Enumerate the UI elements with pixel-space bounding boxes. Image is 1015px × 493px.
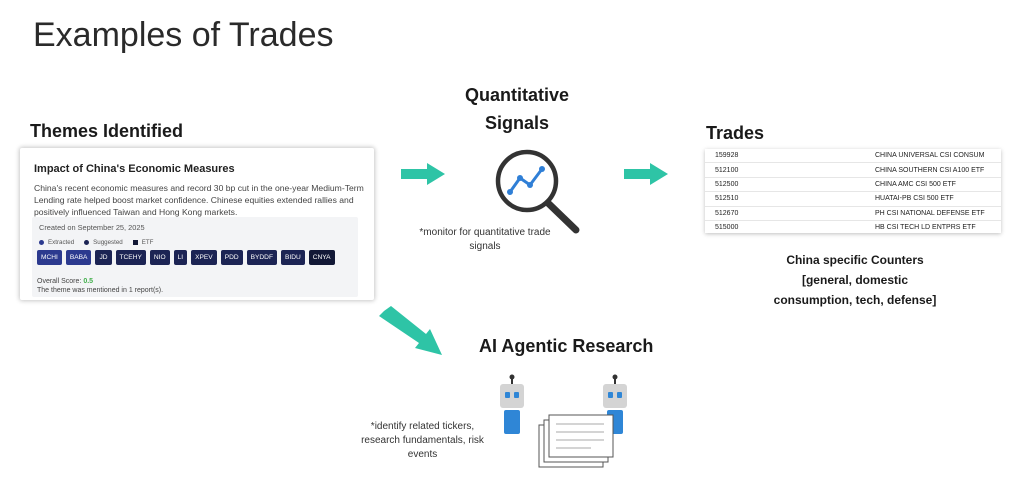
trade-code: 512510: [715, 195, 739, 203]
research-note: *identify related tickers, research fund…: [340, 420, 505, 462]
suggested-dot-icon: [84, 240, 90, 245]
research-heading: AI Agentic Research: [479, 336, 654, 356]
trade-code: 159928: [715, 152, 739, 160]
table-row: 512500 CHINA AMC CSI 500 ETF: [705, 178, 1001, 193]
trades-caption-line2: [general, domestic: [801, 273, 909, 287]
arrow-right-icon: [401, 163, 445, 185]
ticker-list: MCHI BABA JD TCEHY NIO LI XPEV PDD BYDDF…: [37, 250, 335, 265]
trade-name: CHINA AMC CSI 500 ETF: [875, 180, 956, 188]
robot-icon: [500, 374, 524, 434]
ticker-chip[interactable]: XPEV: [191, 250, 217, 265]
research-note-line3: events: [407, 449, 438, 460]
ticker-chip[interactable]: LI: [173, 250, 188, 265]
trade-name: HB CSI TECH LD ENTPRS ETF: [875, 224, 976, 232]
extracted-dot-icon: [39, 240, 44, 245]
created-date: Created on September 25, 2025: [39, 223, 145, 232]
ticker-chip[interactable]: BIDU: [280, 250, 305, 265]
legend-etf: ETF: [132, 239, 154, 246]
ticker-chip[interactable]: PDD: [220, 250, 243, 265]
documents-icon: [538, 414, 614, 468]
trades-heading: Trades: [706, 123, 765, 143]
ticker-legend: Extracted Suggested ETF: [39, 239, 153, 246]
signals-note: *monitor for quantitative trade signals: [395, 226, 575, 254]
signals-heading: Quantitative Signals: [440, 81, 594, 137]
table-row: 512670 PH CSI NATIONAL DEFENSE ETF: [705, 207, 1001, 221]
table-row: 512510 HUATAI-PB CSI 500 ETF: [705, 192, 1001, 207]
ticker-chip[interactable]: BYDDF: [246, 250, 277, 265]
trade-code: 512670: [715, 209, 739, 217]
trades-caption-line1: China specific Counters: [786, 253, 924, 267]
research-note-line1: *identify related tickers,: [370, 421, 475, 432]
overall-score: Overall Score: 0.5: [37, 278, 93, 285]
signals-note-line2: signals: [469, 241, 501, 252]
arrow-right-icon: [624, 163, 668, 185]
research-note-line2: research fundamentals, risk: [361, 435, 484, 446]
etf-square-icon: [132, 240, 138, 245]
legend-extracted-label: Extracted: [48, 239, 75, 246]
signals-heading-line1: Quantitative: [464, 85, 570, 105]
score-label: Overall Score:: [37, 278, 82, 285]
trade-name: PH CSI NATIONAL DEFENSE ETF: [875, 209, 985, 217]
signals-heading-line2: Signals: [484, 113, 550, 133]
mention-count: The theme was mentioned in 1 report(s).: [37, 287, 164, 294]
ticker-chip[interactable]: MCHI: [37, 250, 62, 265]
table-row: 512100 CHINA SOUTHERN CSI A100 ETF: [705, 163, 1001, 178]
ticker-chip[interactable]: TCEHY: [115, 250, 146, 265]
signals-note-line1: *monitor for quantitative trade: [419, 227, 551, 238]
magnifier-chart-icon: [495, 149, 580, 234]
legend-etf-label: ETF: [141, 239, 154, 246]
score-value: 0.5: [83, 278, 94, 285]
table-row: 159928 CHINA UNIVERSAL CSI CONSUM: [705, 149, 1001, 164]
table-row: 515000 HB CSI TECH LD ENTPRS ETF: [705, 221, 1001, 234]
trades-caption-line3: consumption, tech, defense]: [773, 293, 937, 307]
trades-caption: China specific Counters [general, domest…: [740, 250, 970, 310]
theme-card-title: Impact of China's Economic Measures: [34, 163, 235, 175]
trade-code: 512100: [715, 166, 739, 174]
trade-name: CHINA SOUTHERN CSI A100 ETF: [875, 166, 985, 174]
page-title: Examples of Trades: [33, 16, 334, 54]
theme-card: Impact of China's Economic Measures Chin…: [20, 148, 374, 300]
theme-card-panel: Created on September 25, 2025 Extracted …: [32, 217, 358, 297]
theme-card-body: China's recent economic measures and rec…: [34, 183, 364, 217]
trade-code: 512500: [715, 180, 739, 188]
trade-name: HUATAI-PB CSI 500 ETF: [875, 195, 954, 203]
ticker-chip[interactable]: JD: [95, 250, 112, 265]
legend-extracted: Extracted: [39, 239, 74, 246]
trade-name: CHINA UNIVERSAL CSI CONSUM: [875, 152, 985, 160]
legend-suggested-label: Suggested: [93, 239, 123, 246]
arrow-diagonal-icon: [379, 306, 442, 355]
ticker-chip[interactable]: CNYA: [308, 250, 335, 265]
themes-heading: Themes Identified: [30, 121, 184, 141]
ticker-chip[interactable]: NIO: [149, 250, 170, 265]
trade-code: 515000: [715, 224, 739, 232]
ticker-chip[interactable]: BABA: [65, 250, 92, 265]
legend-suggested: Suggested: [84, 239, 123, 246]
